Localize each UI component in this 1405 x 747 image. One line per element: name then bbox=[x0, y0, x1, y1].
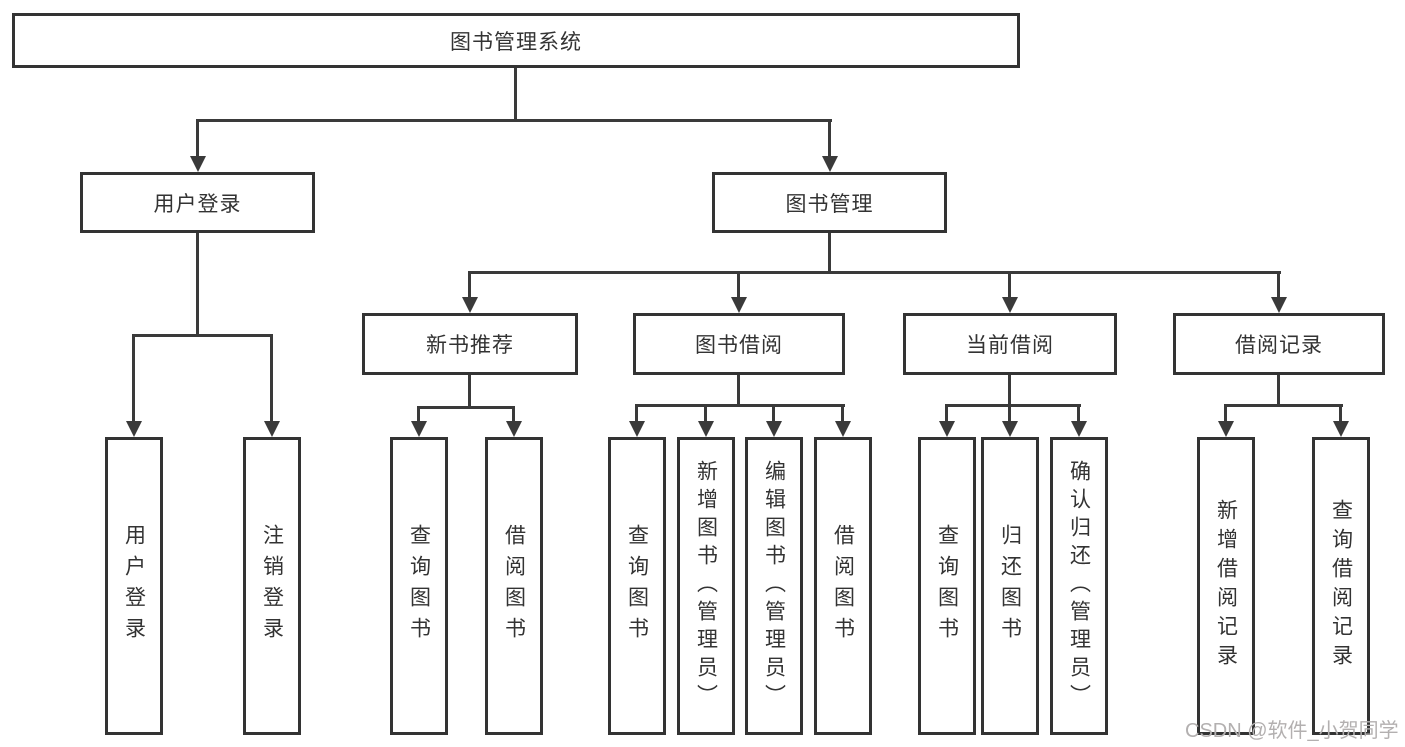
leaf-return-book-label: 归还图书 bbox=[998, 524, 1022, 648]
connector-line bbox=[1008, 375, 1011, 406]
arrow-down-icon bbox=[698, 421, 714, 437]
connector-line bbox=[1224, 404, 1343, 407]
node-root: 图书管理系统 bbox=[12, 13, 1020, 68]
leaf-add-borrow-record-label: 新增借阅记录 bbox=[1214, 499, 1238, 673]
leaf-logout: 注销登录 bbox=[243, 437, 301, 735]
node-new-book-recommend: 新书推荐 bbox=[362, 313, 578, 375]
connector-line bbox=[945, 404, 1081, 407]
node-new-book-recommend-label: 新书推荐 bbox=[426, 334, 514, 357]
arrow-down-icon bbox=[731, 297, 747, 313]
connector-line bbox=[1008, 271, 1011, 299]
connector-line bbox=[772, 404, 775, 422]
connector-line bbox=[132, 334, 135, 422]
leaf-borrow-books-recommend-label: 借阅图书 bbox=[502, 524, 526, 648]
connector-line bbox=[417, 406, 420, 422]
arrow-down-icon bbox=[462, 297, 478, 313]
connector-line bbox=[841, 404, 844, 422]
leaf-add-borrow-record: 新增借阅记录 bbox=[1197, 437, 1255, 735]
arrow-down-icon bbox=[411, 421, 427, 437]
arrow-down-icon bbox=[1218, 421, 1234, 437]
connector-line bbox=[828, 119, 831, 158]
arrow-down-icon bbox=[190, 156, 206, 172]
connector-line bbox=[196, 119, 832, 122]
node-root-label: 图书管理系统 bbox=[450, 30, 582, 54]
connector-line bbox=[468, 271, 471, 299]
connector-line bbox=[196, 119, 199, 158]
connector-line bbox=[737, 375, 740, 406]
connector-line bbox=[737, 271, 740, 299]
node-book-borrow-label: 图书借阅 bbox=[695, 334, 783, 357]
connector-line bbox=[270, 334, 273, 422]
arrow-down-icon bbox=[1271, 297, 1287, 313]
leaf-borrow-books: 借阅图书 bbox=[814, 437, 872, 735]
leaf-query-books-recommend-label: 查询图书 bbox=[407, 524, 431, 648]
node-borrow-records-label: 借阅记录 bbox=[1235, 334, 1323, 357]
leaf-borrow-books-recommend: 借阅图书 bbox=[485, 437, 543, 735]
connector-line bbox=[514, 68, 517, 122]
leaf-borrow-books-label: 借阅图书 bbox=[831, 524, 855, 648]
arrow-down-icon bbox=[1002, 421, 1018, 437]
node-current-borrow-label: 当前借阅 bbox=[966, 334, 1054, 357]
connector-line bbox=[635, 404, 638, 422]
leaf-return-book: 归还图书 bbox=[981, 437, 1039, 735]
leaf-user-login-label: 用户登录 bbox=[122, 524, 146, 648]
connector-line bbox=[196, 233, 199, 336]
leaf-query-books-borrow-label: 查询图书 bbox=[625, 524, 649, 648]
node-book-borrow: 图书借阅 bbox=[633, 313, 845, 375]
connector-line bbox=[1277, 271, 1280, 299]
leaf-query-books-current-label: 查询图书 bbox=[935, 524, 959, 648]
leaf-query-books-recommend: 查询图书 bbox=[390, 437, 448, 735]
arrow-down-icon bbox=[1071, 421, 1087, 437]
arrow-down-icon bbox=[822, 156, 838, 172]
connector-line bbox=[704, 404, 707, 422]
connector-line bbox=[512, 406, 515, 422]
leaf-edit-book-admin-label: 编辑图书（管理员） bbox=[762, 460, 786, 712]
leaf-add-book-admin-label: 新增图书（管理员） bbox=[694, 460, 718, 712]
connector-line bbox=[945, 404, 948, 422]
leaf-logout-label: 注销登录 bbox=[260, 524, 284, 648]
arrow-down-icon bbox=[1002, 297, 1018, 313]
arrow-down-icon bbox=[835, 421, 851, 437]
leaf-query-books-current: 查询图书 bbox=[918, 437, 976, 735]
connector-line bbox=[132, 334, 273, 337]
arrow-down-icon bbox=[264, 421, 280, 437]
connector-line bbox=[635, 404, 845, 407]
node-book-management: 图书管理 bbox=[712, 172, 947, 233]
connector-line bbox=[468, 271, 1281, 274]
arrow-down-icon bbox=[506, 421, 522, 437]
leaf-add-book-admin: 新增图书（管理员） bbox=[677, 437, 735, 735]
arrow-down-icon bbox=[939, 421, 955, 437]
node-current-borrow: 当前借阅 bbox=[903, 313, 1117, 375]
arrow-down-icon bbox=[766, 421, 782, 437]
node-book-management-label: 图书管理 bbox=[785, 192, 874, 216]
connector-line bbox=[1008, 404, 1011, 422]
leaf-confirm-return-admin-label: 确认归还（管理员） bbox=[1067, 460, 1091, 712]
connector-line bbox=[828, 233, 831, 273]
connector-line bbox=[417, 406, 515, 409]
connector-line bbox=[1277, 375, 1280, 406]
node-borrow-records: 借阅记录 bbox=[1173, 313, 1385, 375]
leaf-edit-book-admin: 编辑图书（管理员） bbox=[745, 437, 803, 735]
connector-line bbox=[1224, 404, 1227, 422]
leaf-query-borrow-record: 查询借阅记录 bbox=[1312, 437, 1370, 735]
watermark: CSDN @软件_小贺同学 bbox=[1185, 720, 1399, 742]
leaf-query-borrow-record-label: 查询借阅记录 bbox=[1329, 499, 1353, 673]
leaf-query-books-borrow: 查询图书 bbox=[608, 437, 666, 735]
arrow-down-icon bbox=[629, 421, 645, 437]
leaf-user-login: 用户登录 bbox=[105, 437, 163, 735]
connector-line bbox=[1077, 404, 1080, 422]
node-user-login: 用户登录 bbox=[80, 172, 315, 233]
leaf-confirm-return-admin: 确认归还（管理员） bbox=[1050, 437, 1108, 735]
node-user-login-label: 用户登录 bbox=[153, 192, 242, 216]
arrow-down-icon bbox=[1333, 421, 1349, 437]
connector-line bbox=[468, 375, 471, 407]
arrow-down-icon bbox=[126, 421, 142, 437]
connector-line bbox=[1339, 404, 1342, 422]
